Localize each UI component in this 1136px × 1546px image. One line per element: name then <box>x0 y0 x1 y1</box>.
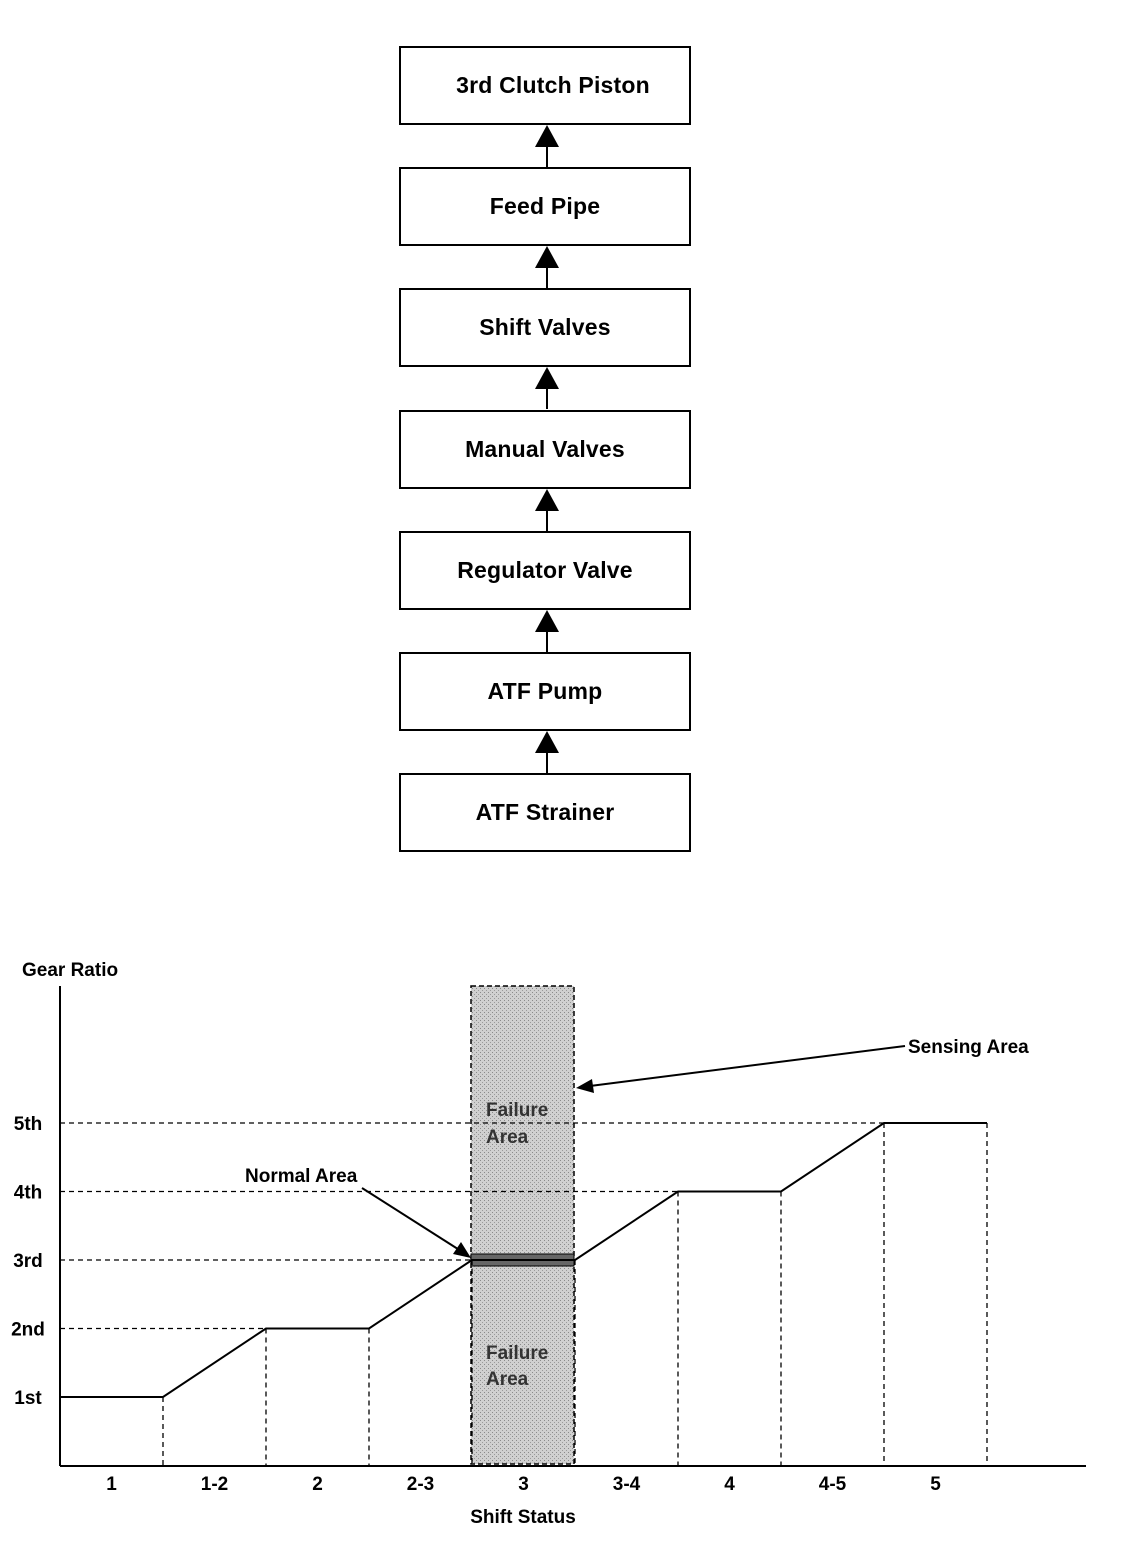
flow-box-label: Shift Valves <box>479 314 611 340</box>
normal-area-arrowhead <box>453 1242 471 1258</box>
x-tick-label: 4 <box>724 1474 735 1495</box>
sensing-area-arrowhead <box>576 1079 594 1093</box>
x-tick-label: 3 <box>518 1474 529 1495</box>
x-axis-label: Shift Status <box>470 1507 576 1528</box>
flow-arrow-up <box>535 246 559 288</box>
x-tick-label: 1 <box>106 1474 117 1495</box>
flow-box-label: Feed Pipe <box>489 193 601 219</box>
x-tick-label: 4-5 <box>819 1474 847 1495</box>
normal-area-label: Normal Area <box>245 1166 358 1187</box>
flow-box-regulator-valve: Regulator Valve <box>399 531 691 610</box>
flow-arrow-up <box>535 489 559 531</box>
flow-box-atf-pump: ATF Pump <box>399 652 691 731</box>
y-tick-label: 1st <box>14 1388 42 1409</box>
x-tick-label: 2 <box>312 1474 323 1495</box>
failure-area-upper-line2: Area <box>486 1127 529 1148</box>
flow-box-label: 3rd Clutch Piston <box>456 72 650 98</box>
gear-ratio-line <box>60 1122 987 1398</box>
sensing-area-label: Sensing Area <box>908 1037 1029 1058</box>
sensing-area-pointer <box>589 1045 906 1087</box>
normal-area-pointer <box>361 1187 462 1252</box>
failure-area-upper-line1: Failure <box>486 1100 548 1121</box>
flow-box-manual-valves: Manual Valves <box>399 410 691 489</box>
flow-arrow-up <box>535 367 559 409</box>
y-tick-label: 2nd <box>11 1320 45 1341</box>
sensing-area-band <box>470 985 575 1465</box>
x-tick-label: 3-4 <box>613 1474 641 1495</box>
failure-area-lower-line2: Area <box>486 1369 529 1390</box>
gear-ratio-chart: 1st 2nd 3rd 4th 5th 1 1-2 2 2-3 3 3-4 4 4-5 5 Gear R… <box>11 960 1086 1528</box>
flow-box-shift-valves: Shift Valves <box>399 288 691 367</box>
y-tick-label: 4th <box>14 1183 43 1204</box>
x-tick-label: 2-3 <box>407 1474 434 1495</box>
y-tick-label: 3rd <box>13 1251 43 1272</box>
failure-area-lower-line1: Failure <box>486 1343 548 1364</box>
flow-box-atf-strainer: ATF Strainer <box>399 773 691 852</box>
flow-box-clutch-piston: 3rd Clutch Piston <box>399 46 691 125</box>
x-tick-label: 1-2 <box>201 1474 228 1495</box>
x-tick-label: 5 <box>930 1474 941 1495</box>
flow-box-label: Manual Valves <box>465 436 625 462</box>
flow-box-label: Regulator Valve <box>457 557 633 583</box>
flow-box-label: ATF Strainer <box>475 799 615 825</box>
y-tick-label: 5th <box>14 1114 43 1135</box>
flow-box-feed-pipe: Feed Pipe <box>399 167 691 246</box>
flow-box-label: ATF Pump <box>487 678 603 704</box>
flow-arrow-up <box>535 125 559 167</box>
y-axis-label: Gear Ratio <box>22 960 118 981</box>
flow-arrow-up <box>535 610 559 652</box>
flow-arrow-up <box>535 731 559 773</box>
